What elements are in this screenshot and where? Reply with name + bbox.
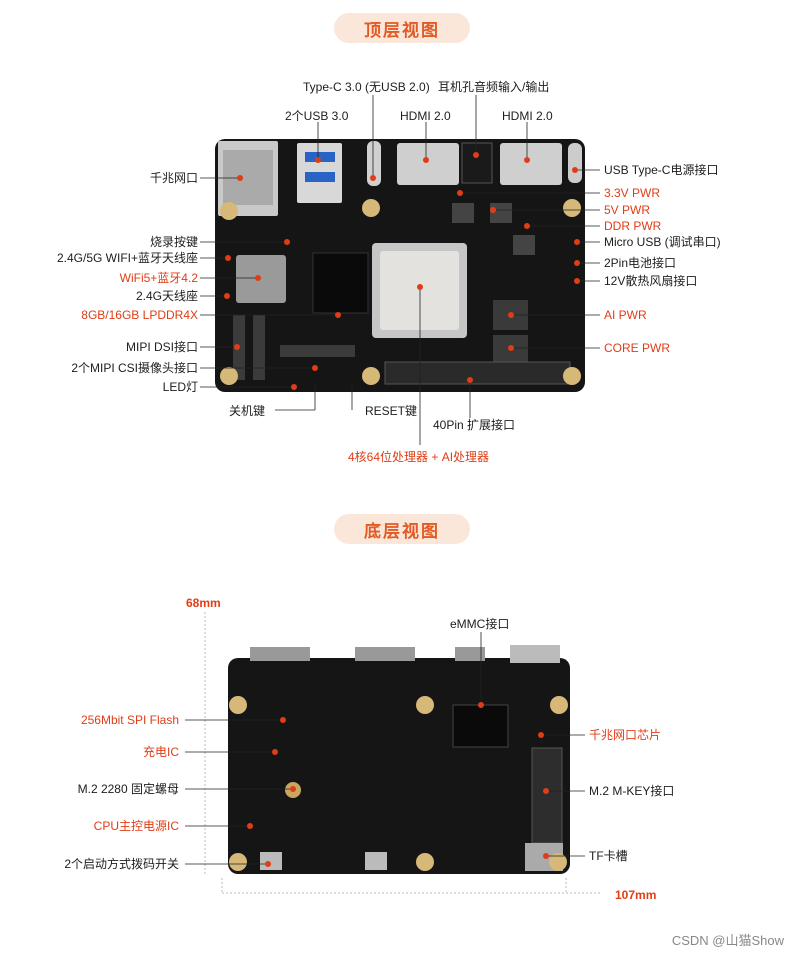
dimension-width: 107mm — [615, 888, 656, 902]
dimension-height: 68mm — [186, 596, 221, 610]
label-reset-key: RESET键 — [365, 404, 417, 418]
label-3v3-pwr: 3.3V PWR — [604, 186, 660, 200]
label-led: LED灯 — [163, 380, 198, 394]
label-hdmi-2: HDMI 2.0 — [502, 109, 553, 123]
label-battery: 2Pin电池接口 — [604, 256, 676, 270]
label-cpu-power-ic: CPU主控电源IC — [94, 819, 179, 833]
watermark: CSDN @山猫Show — [672, 930, 784, 949]
label-micro-usb: Micro USB (调试串口) — [604, 235, 721, 249]
label-cpu: 4核64位处理器 + AI处理器 — [348, 450, 489, 464]
label-usb30: 2个USB 3.0 — [285, 109, 348, 123]
label-ethernet: 千兆网口 — [150, 171, 198, 185]
label-wifi-antenna: 2.4G/5G WIFI+蓝牙天线座 — [57, 251, 198, 265]
label-tf-slot: TF卡槽 — [589, 849, 628, 863]
label-lpddr: 8GB/16GB LPDDR4X — [81, 308, 198, 322]
label-eth-chip: 千兆网口芯片 — [589, 728, 661, 742]
label-hdmi-1: HDMI 2.0 — [400, 109, 451, 123]
label-usb-typec-power: USB Type-C电源接口 — [604, 163, 718, 177]
label-emmc: eMMC接口 — [450, 617, 509, 631]
label-fan: 12V散热风扇接口 — [604, 274, 697, 288]
label-typec30: Type-C 3.0 (无USB 2.0) — [303, 80, 430, 94]
label-charge-ic: 充电IC — [143, 745, 179, 759]
label-5v-pwr: 5V PWR — [604, 203, 650, 217]
label-mipi-csi: 2个MIPI CSI摄像头接口 — [71, 361, 198, 375]
label-ai-pwr: AI PWR — [604, 308, 647, 322]
label-earphone: 耳机孔音频输入/输出 — [438, 80, 549, 94]
label-40pin: 40Pin 扩展接口 — [433, 418, 515, 432]
label-mipi-dsi: MIPI DSI接口 — [126, 340, 198, 354]
label-ddr-pwr: DDR PWR — [604, 219, 661, 233]
label-m2-screw: M.2 2280 固定螺母 — [78, 782, 179, 796]
label-burn-button: 烧录按键 — [150, 235, 198, 249]
label-m2-mkey: M.2 M-KEY接口 — [589, 784, 674, 798]
label-core-pwr: CORE PWR — [604, 341, 670, 355]
label-boot-switch: 2个启动方式拨码开关 — [64, 857, 179, 871]
label-spi-flash: 256Mbit SPI Flash — [81, 713, 179, 727]
label-power-key: 关机键 — [229, 404, 265, 418]
label-ant24: 2.4G天线座 — [136, 289, 198, 303]
label-wifi5: WiFi5+蓝牙4.2 — [120, 271, 198, 285]
